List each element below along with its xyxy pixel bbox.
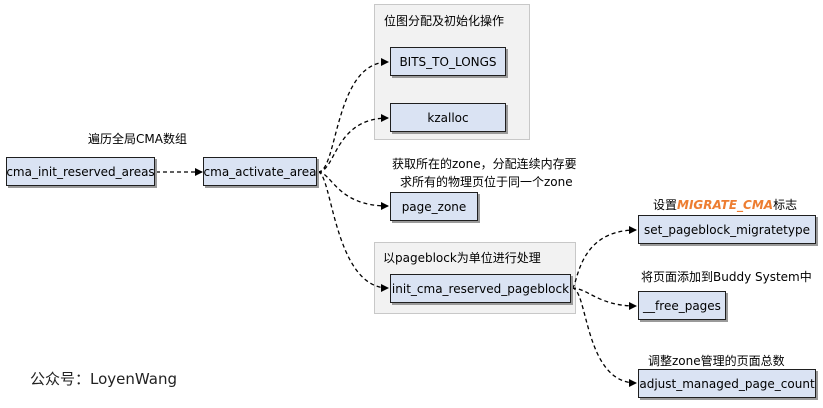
node-kzalloc: kzalloc <box>390 103 506 132</box>
note-adjust: 调整zone管理的页面总数 <box>648 354 785 368</box>
node-cma-activate-area: cma_activate_area <box>203 157 317 186</box>
note-migrate-accent: MIGRATE_CMA <box>677 198 774 212</box>
bitmap-group-title: 位图分配及初始化操作 <box>384 14 505 28</box>
arrow-activate-to-init-pageblock <box>317 171 389 292</box>
note-migrate-suffix: 标志 <box>773 198 798 212</box>
arrow-pageblock-to-set-migratetype <box>571 226 637 289</box>
node-adjust-managed-page-count: adjust_managed_page_count <box>638 369 816 398</box>
note-migrate-cma: 设置MIGRATE_CMA标志 <box>653 197 797 213</box>
note-migrate-prefix: 设置 <box>653 198 678 212</box>
node-page-zone: page_zone <box>390 192 478 221</box>
node-bits-to-longs: BITS_TO_LONGS <box>390 47 506 76</box>
arrow-activate-to-kzalloc <box>317 114 389 173</box>
node-set-pageblock-migratetype: set_pageblock_migratetype <box>638 215 816 244</box>
arrow-activate-to-page-zone <box>317 171 389 210</box>
arrow-pageblock-to-free-pages <box>571 287 637 310</box>
node-init-cma-reserved-pageblock: init_cma_reserved_pageblock <box>390 274 571 303</box>
arrow-activate-to-bits <box>317 58 389 173</box>
node-free-pages: __free_pages <box>638 291 726 320</box>
note-zone-line1: 获取所在的zone，分配连续内存要 <box>392 157 577 171</box>
pageblock-group-title: 以pageblock为单位进行处理 <box>383 251 541 265</box>
note-traverse: 遍历全局CMA数组 <box>88 132 187 146</box>
note-buddy: 将页面添加到Buddy System中 <box>641 270 812 284</box>
arrow-pageblock-to-adjust <box>571 287 637 387</box>
node-cma-init-reserved-areas: cma_init_reserved_areas <box>6 157 155 186</box>
footer-watermark: 公众号：LoyenWang <box>30 370 177 388</box>
note-zone-line2: 求所有的物理页位于同一个zone <box>400 175 573 189</box>
